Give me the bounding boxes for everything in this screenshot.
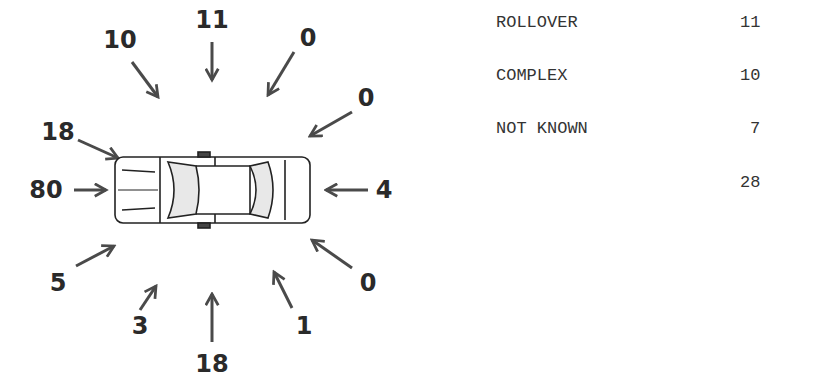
table-cell: 28 — [740, 174, 760, 191]
impact-count: 4 — [376, 178, 393, 202]
impact-count: 3 — [132, 314, 149, 338]
table-cell: NOT KNOWN — [496, 120, 588, 137]
impact-count: 80 — [29, 178, 62, 202]
table-cell: ROLLOVER — [496, 14, 578, 31]
table-cell: 11 — [740, 14, 760, 31]
impact-count: 0 — [358, 86, 375, 110]
table-cell: 7 — [750, 120, 760, 137]
impact-count: 11 — [195, 8, 228, 32]
impact-count: 0 — [300, 26, 317, 50]
table-cell: COMPLEX — [496, 67, 567, 84]
impact-count: 5 — [50, 271, 67, 295]
impact-count: 18 — [195, 352, 228, 376]
impact-count: 1 — [296, 314, 313, 338]
impact-count: 18 — [41, 120, 74, 144]
impact-count: 10 — [103, 28, 136, 52]
table-cell: 10 — [740, 67, 760, 84]
impact-arrows — [74, 42, 368, 342]
impact-count: 0 — [360, 271, 377, 295]
car-top-view — [115, 152, 310, 228]
